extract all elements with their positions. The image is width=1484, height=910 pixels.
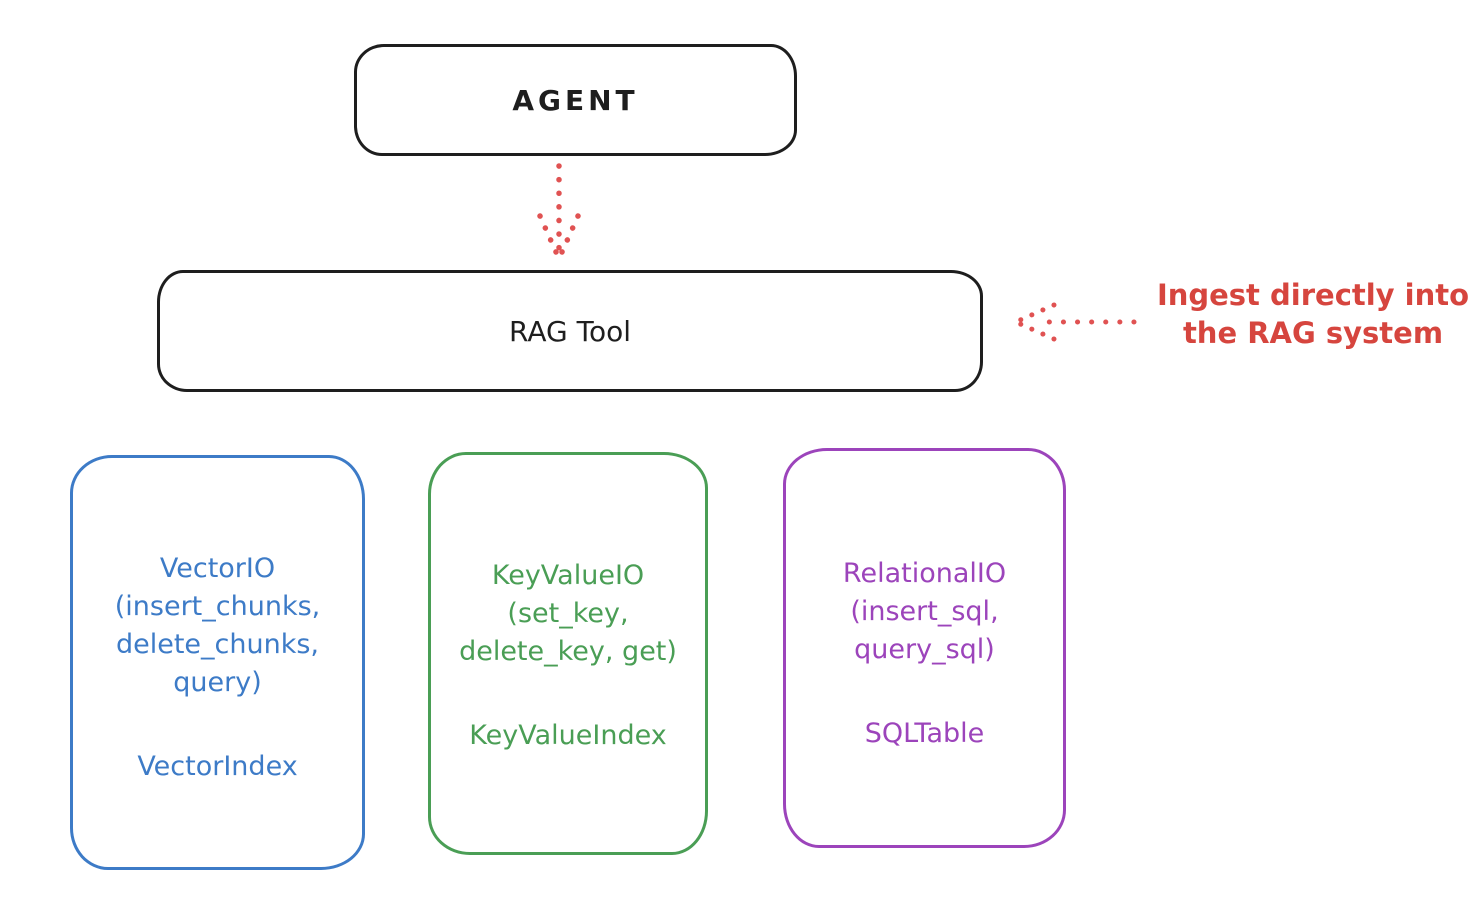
card-method-line: (insert_chunks, <box>114 591 321 622</box>
card-method-line: query) <box>173 667 262 698</box>
rag-tool-box-label: RAG Tool <box>509 314 631 348</box>
relational-io-card: RelationalIO (insert_sql, query_sql) SQL… <box>783 448 1066 848</box>
card-backing-class: SQLTable <box>864 718 985 749</box>
dotted-down-arrow-icon <box>537 163 581 255</box>
annotation-line-2: the RAG system <box>1182 316 1444 350</box>
keyvalue-io-card: KeyValueIO (set_key, delete_key, get) Ke… <box>428 452 708 855</box>
card-backing-class: VectorIndex <box>137 751 298 782</box>
arrow-head-left <box>537 213 559 255</box>
dotted-left-arrow-icon <box>1015 302 1137 342</box>
card-backing-class: KeyValueIndex <box>469 720 667 751</box>
rag-tool-box: RAG Tool <box>157 270 983 392</box>
annotation-line-1: Ingest directly into <box>1156 278 1470 312</box>
agent-box-label: AGENT <box>512 83 639 117</box>
arrow-head-top <box>1015 302 1057 324</box>
vector-io-card: VectorIO (insert_chunks, delete_chunks, … <box>70 455 365 870</box>
card-title: VectorIO <box>159 553 276 584</box>
annotation-text: Ingest directly into the RAG system <box>1138 276 1484 352</box>
card-method-line: (set_key, <box>507 598 629 629</box>
arrow-head-right <box>559 213 581 255</box>
card-method-line: (insert_sql, <box>850 596 999 627</box>
card-title: RelationalIO <box>842 558 1007 589</box>
card-title: KeyValueIO <box>491 560 645 591</box>
arrow-head-bottom <box>1015 320 1057 342</box>
card-method-line: delete_chunks, <box>115 629 320 660</box>
card-method-line: delete_key, get) <box>459 636 677 667</box>
card-method-line: query_sql) <box>854 634 995 665</box>
agent-box: AGENT <box>354 44 797 156</box>
